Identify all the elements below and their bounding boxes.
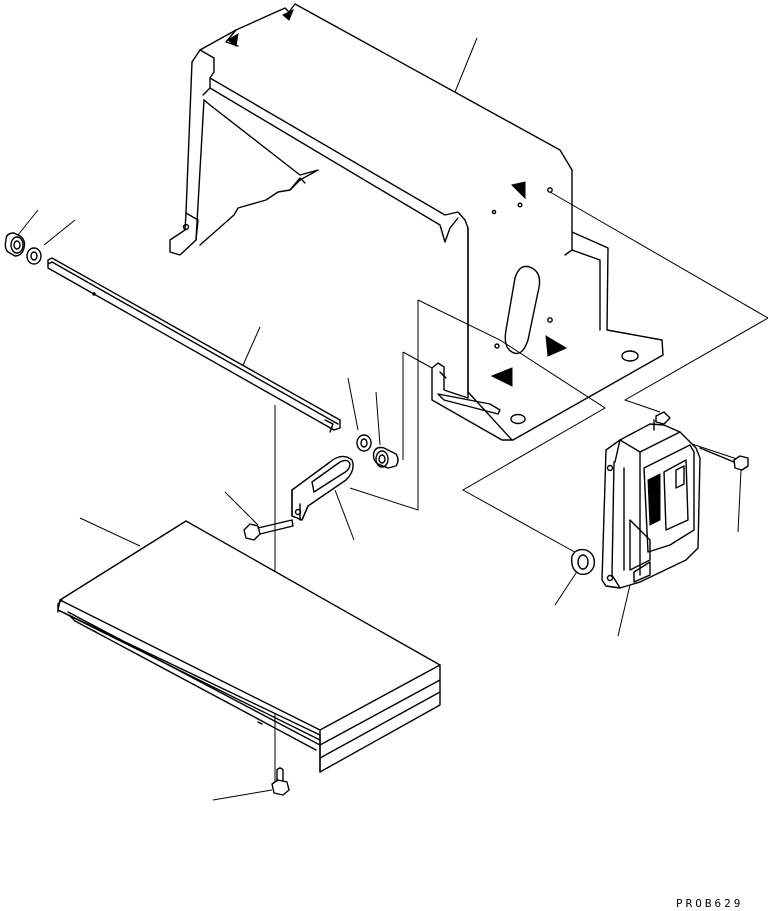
right-collar-icon [372,446,399,469]
grommet-icon [570,548,596,576]
right-washer-icon [356,434,372,452]
collar-icon [4,232,26,257]
bolt-icon [243,519,294,541]
small-screw-icon [699,447,749,471]
screw-icon [271,767,290,796]
cover-panel-icon [57,520,441,773]
washer-icon [26,247,42,265]
drawing-code: PROB629 [676,897,744,910]
lever-icon [291,455,354,521]
leader-lines [17,37,768,801]
controller-unit-icon [601,411,701,589]
bracket-icon [169,3,664,441]
rod-icon [47,257,341,433]
